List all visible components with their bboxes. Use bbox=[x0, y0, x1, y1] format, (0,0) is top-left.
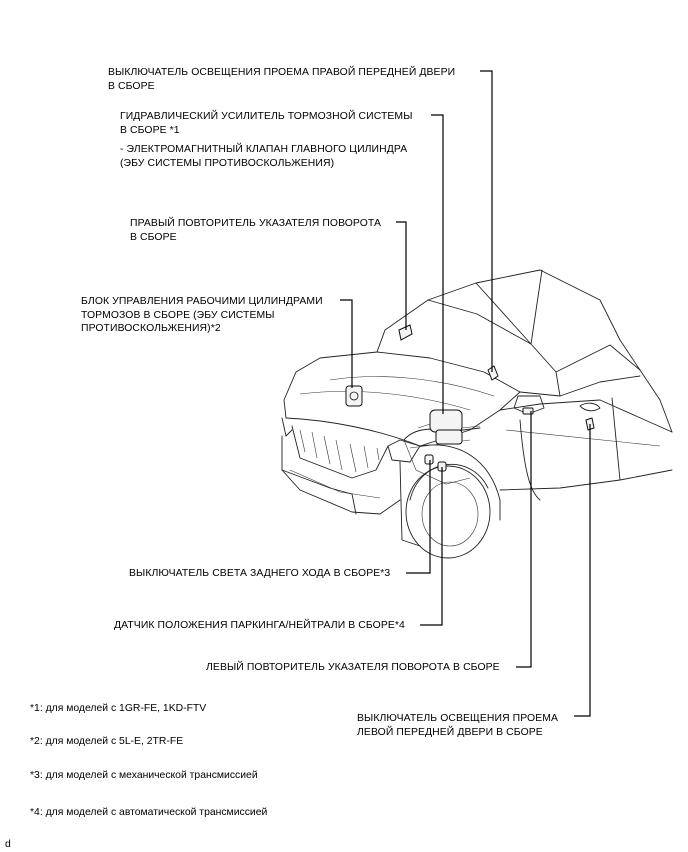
footnote-4: *4: для моделей с автоматической трансми… bbox=[30, 807, 268, 818]
leader-park-neutral bbox=[420, 467, 443, 626]
vehicle-outline bbox=[281, 269, 673, 559]
label-park-neutral-switch: ДАТЧИК ПОЛОЖЕНИЯ ПАРКИНГА/НЕЙТРАЛИ В СБО… bbox=[114, 620, 405, 631]
figure-code: d bbox=[5, 839, 11, 850]
label-brake-actuator: БЛОК УПРАВЛЕНИЯ РАБОЧИМИ ЦИЛИНДРАМИ ТОРМ… bbox=[81, 296, 323, 334]
label-backup-light-switch: ВЫКЛЮЧАТЕЛЬ СВЕТА ЗАДНЕГО ХОДА В СБОРЕ*3 bbox=[129, 568, 391, 579]
footnote-3: *3: для моделей с механической трансмисс… bbox=[30, 770, 258, 781]
label-left-turn-repeater: ЛЕВЫЙ ПОВТОРИТЕЛЬ УКАЗАТЕЛЯ ПОВОРОТА В С… bbox=[206, 662, 500, 673]
leader-right-repeater bbox=[396, 221, 407, 330]
footnote-2: *2: для моделей с 5L-E, 2TR-FE bbox=[30, 736, 184, 747]
label-brake-booster: ГИДРАВЛИЧЕСКИЙ УСИЛИТЕЛЬ ТОРМОЗНОЙ СИСТЕ… bbox=[120, 111, 413, 136]
leader-brake-actuator bbox=[340, 299, 353, 388]
label-right-front-door-switch: ВЫКЛЮЧАТЕЛЬ ОСВЕЩЕНИЯ ПРОЕМА ПРАВОЙ ПЕРЕ… bbox=[108, 67, 456, 92]
label-master-cylinder-solenoid: - ЭЛЕКТРОМАГНИТНЫЙ КЛАПАН ГЛАВНОГО ЦИЛИН… bbox=[120, 144, 408, 169]
label-left-front-door-switch: ВЫКЛЮЧАТЕЛЬ ОСВЕЩЕНИЯ ПРОЕМА ЛЕВОЙ ПЕРЕД… bbox=[357, 713, 559, 738]
label-right-turn-repeater: ПРАВЫЙ ПОВТОРИТЕЛЬ УКАЗАТЕЛЯ ПОВОРОТА В … bbox=[130, 218, 382, 243]
brake-booster-part bbox=[417, 409, 481, 445]
right-door-switch-part bbox=[487, 365, 499, 381]
footnote-1: *1: для моделей с 1GR-FE, 1KD-FTV bbox=[30, 703, 207, 714]
leader-left-repeater bbox=[516, 411, 532, 668]
backup-switch-part bbox=[424, 454, 434, 465]
leader-lines bbox=[340, 70, 591, 717]
leader-right-door-switch bbox=[480, 70, 493, 372]
leader-brake-booster bbox=[431, 114, 444, 414]
leader-left-door-switch bbox=[574, 424, 591, 717]
brake-actuator-part bbox=[345, 385, 363, 407]
leader-backup-switch bbox=[406, 460, 431, 574]
